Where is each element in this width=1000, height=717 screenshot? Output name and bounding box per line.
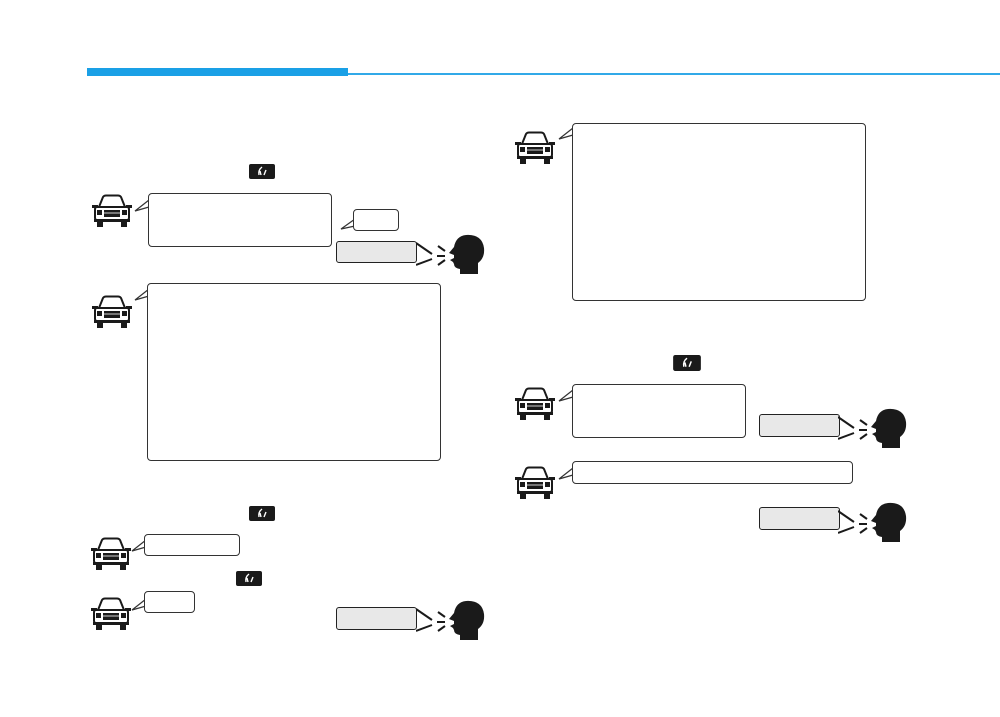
system-response-bubble: [572, 123, 866, 301]
voice-command-button-icon[interactable]: [673, 355, 701, 371]
system-short-bubble: [144, 591, 195, 613]
voice-command-button-icon[interactable]: [236, 571, 262, 586]
header-accent-bar: [87, 68, 348, 76]
bubble-pointer: [558, 389, 574, 402]
bubble-pointer: [131, 598, 147, 611]
system-response-bubble: [572, 461, 853, 484]
bubble-pointer: [131, 539, 147, 552]
voice-command-button-icon[interactable]: [249, 506, 275, 521]
header-rule-line: [348, 73, 1000, 75]
voice-command-button-icon[interactable]: [249, 164, 275, 179]
system-short-bubble: [353, 209, 399, 231]
car-front-icon: [513, 387, 557, 421]
car-front-icon: [89, 597, 133, 631]
bubble-pointer: [340, 218, 356, 230]
system-prompt-bubble: [148, 193, 332, 247]
system-prompt-bubble: [144, 534, 240, 556]
system-response-bubble: [147, 283, 441, 461]
bubble-pointer: [134, 288, 150, 301]
system-prompt-bubble: [572, 384, 746, 438]
person-speaking-icon: [838, 408, 910, 448]
bubble-pointer: [134, 199, 150, 212]
user-command-tag: [336, 241, 417, 263]
car-front-icon: [513, 131, 557, 165]
car-front-icon: [90, 295, 134, 329]
bubble-pointer: [558, 467, 574, 480]
person-speaking-icon: [416, 600, 488, 640]
car-front-icon: [89, 537, 133, 571]
person-speaking-icon: [416, 234, 488, 274]
car-front-icon: [513, 466, 557, 500]
user-command-tag: [336, 607, 417, 630]
user-command-tag: [759, 507, 840, 530]
bubble-pointer: [558, 127, 574, 140]
user-command-tag: [759, 414, 840, 437]
person-speaking-icon: [838, 502, 910, 542]
car-front-icon: [90, 194, 134, 228]
